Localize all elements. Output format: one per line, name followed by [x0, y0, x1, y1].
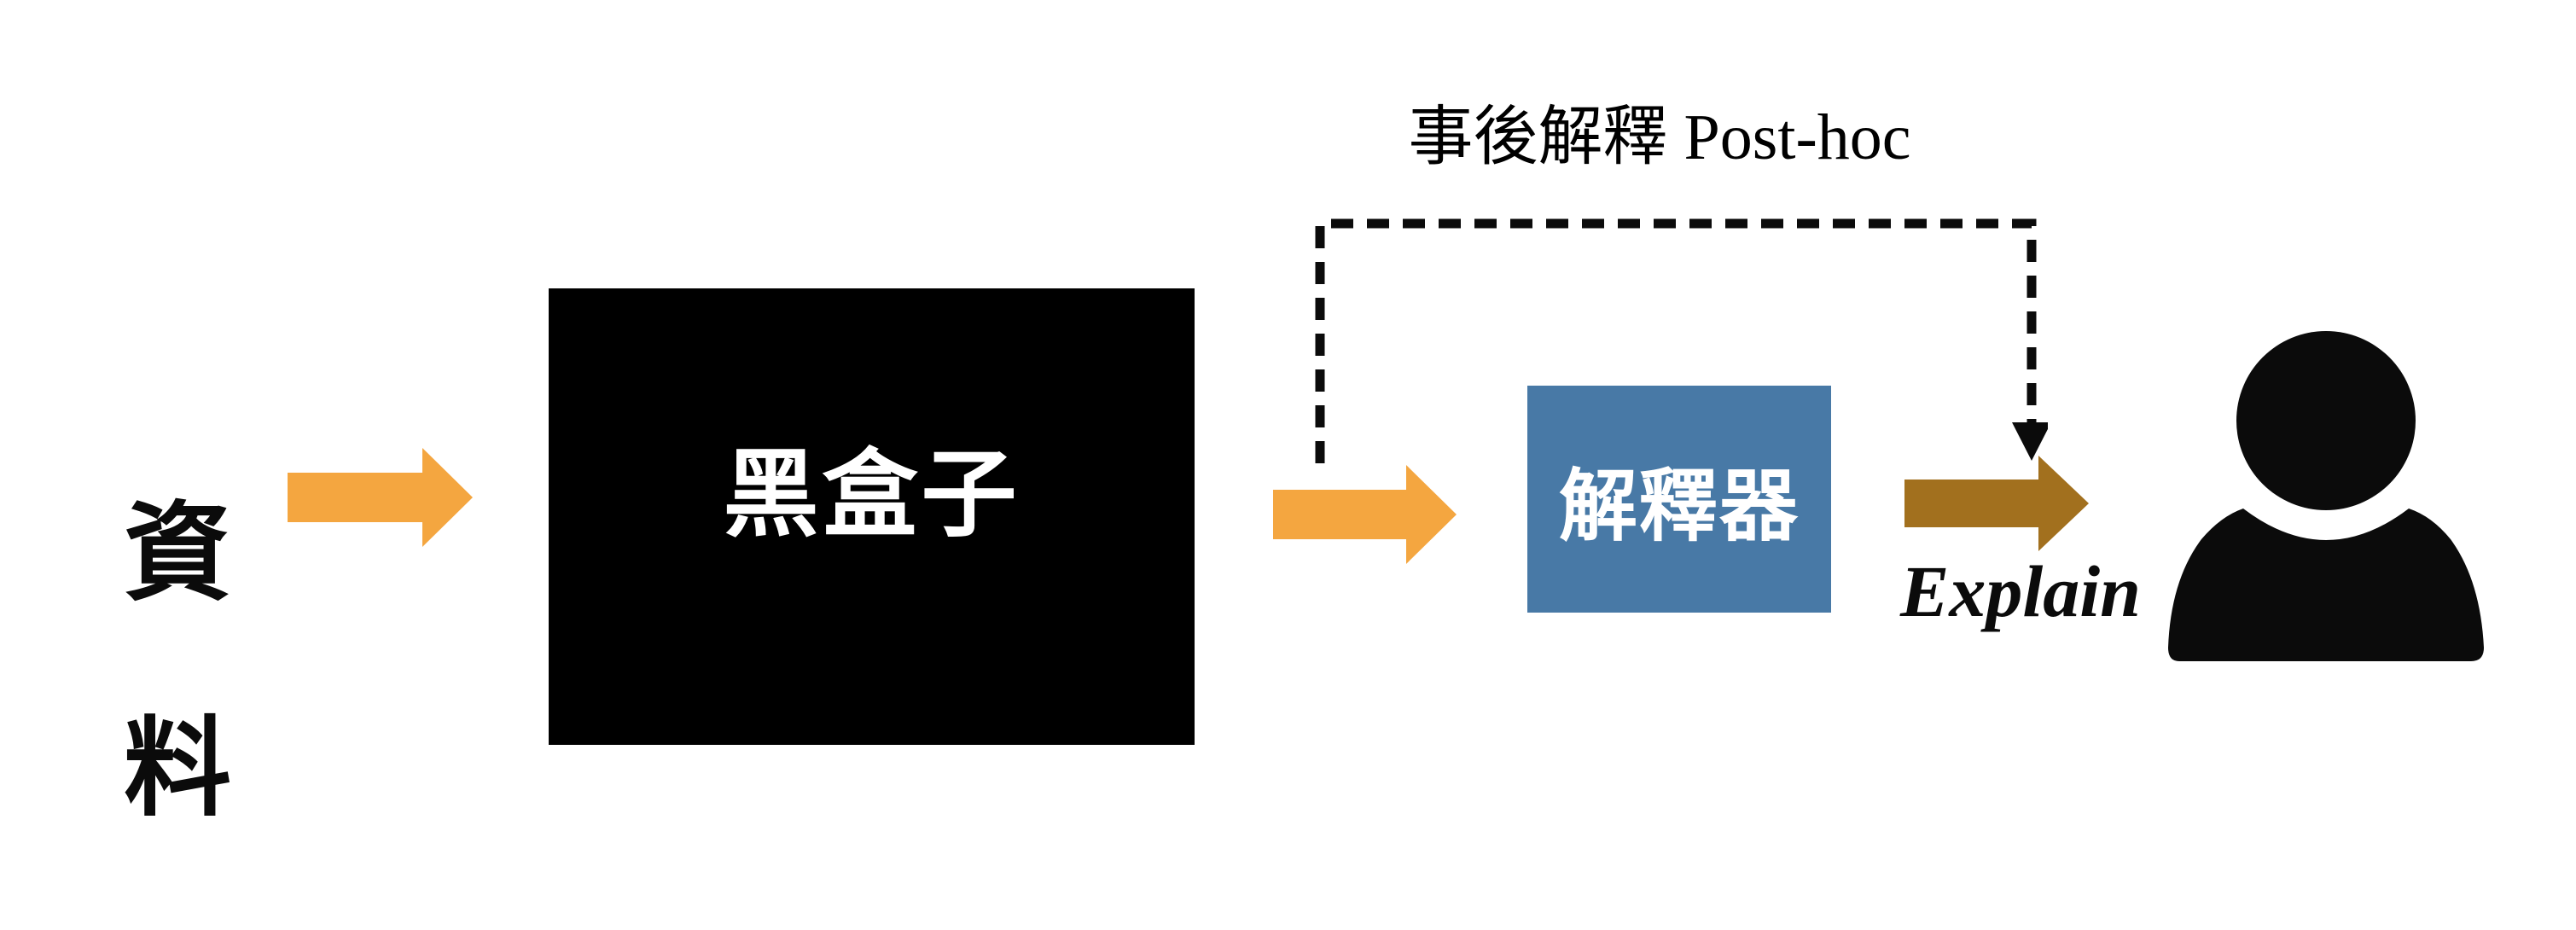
user-body-shape — [2168, 509, 2484, 661]
black-box-label: 黑盒子 — [723, 440, 1021, 548]
diagram-canvas: 資 料 黑盒子 事後解釋 Post-hoc 解釋器 Explain — [124, 102, 2484, 822]
input-arrow — [288, 448, 473, 547]
posthoc-connector-dashed-line — [1315, 218, 2037, 463]
explain-arrow-shape — [1904, 456, 2089, 551]
posthoc-connector-arrowhead-icon — [2012, 422, 2048, 461]
explain-label: Explain — [1900, 550, 2141, 632]
black-box-node: 黑盒子 — [549, 288, 1195, 745]
to-explainer-arrow-shape — [1273, 465, 1457, 564]
explainer-node: 解釋器 — [1527, 386, 1831, 613]
user-silhouette-shape — [2168, 331, 2484, 661]
user-silhouette-icon — [2168, 331, 2484, 661]
posthoc-connector — [1315, 218, 2048, 463]
input-data-char-1: 資 — [124, 493, 231, 613]
explainer-label: 解釋器 — [1558, 462, 1800, 550]
input-arrow-shape — [288, 448, 473, 547]
to-explainer-arrow — [1273, 465, 1457, 564]
posthoc-label: 事後解釋 Post-hoc — [1408, 102, 1911, 173]
input-data-label: 資 料 — [118, 392, 237, 930]
user-head-shape — [2236, 331, 2416, 510]
explain-arrow — [1904, 456, 2089, 551]
input-data-char-2: 料 — [124, 708, 231, 828]
